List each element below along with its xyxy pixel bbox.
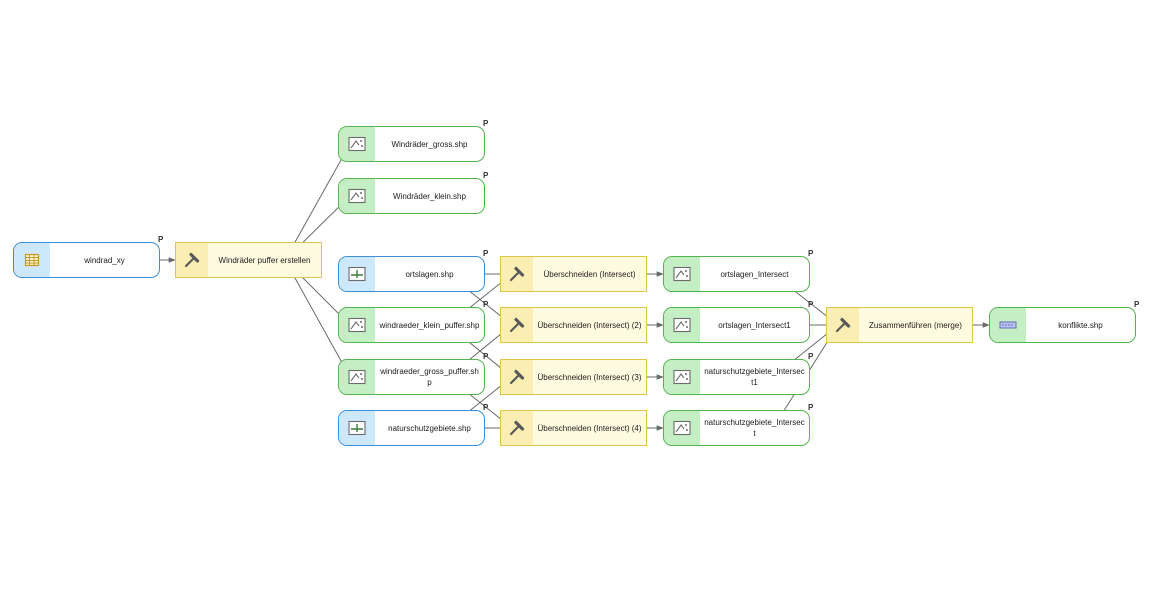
connector-puffer_tool-to-gross_puffer[interactable] (284, 259, 351, 378)
node-label: Überschneiden (Intersect) (2) (537, 320, 642, 330)
parameter-marker: P (808, 249, 814, 258)
parameter-marker: P (1134, 300, 1140, 309)
data-node-natur-intersect[interactable]: naturschutzgebiete_Intersect (663, 410, 810, 446)
node-label: windraeder_klein_puffer.shp (379, 320, 480, 330)
data-node-ortslagen-intersect[interactable]: ortslagen_Intersect (663, 256, 810, 292)
data-node-ortslagen[interactable]: ortslagen.shp (338, 256, 485, 292)
node-label: Überschneiden (Intersect) (4) (537, 423, 642, 433)
node-label: konflikte.shp (1058, 320, 1103, 330)
tool-node-intersect2[interactable]: Überschneiden (Intersect) (2) (500, 307, 647, 343)
tool-node-intersect4[interactable]: Überschneiden (Intersect) (4) (500, 410, 647, 446)
feature-class-icon (339, 308, 375, 342)
node-label: Windräder_klein.shp (393, 191, 466, 201)
hammer-tool-icon (501, 360, 533, 394)
node-label: ortslagen_Intersect1 (718, 320, 791, 330)
feature-class-icon (339, 127, 375, 161)
table-icon (14, 243, 50, 277)
node-label: Überschneiden (Intersect) (543, 269, 636, 279)
hammer-tool-icon (827, 308, 859, 342)
node-label: Zusammenführen (merge) (869, 320, 962, 330)
hammer-tool-icon (501, 308, 533, 342)
data-node-natur-intersect1[interactable]: naturschutzgebiete_Intersect1 (663, 359, 810, 395)
node-label: Windräder_gross.shp (391, 139, 468, 149)
node-label: Windräder puffer erstellen (218, 255, 311, 265)
parameter-marker: P (158, 235, 164, 244)
parameter-marker: P (483, 249, 489, 258)
node-label: windraeder_gross_puffer.shp (380, 367, 479, 387)
node-label: naturschutzgebiete_Intersect (704, 418, 805, 438)
data-node-windraeder-gross[interactable]: Windräder_gross.shp (338, 126, 485, 162)
tool-node-merge[interactable]: Zusammenführen (merge) (826, 307, 973, 343)
tool-node-intersect1[interactable]: Überschneiden (Intersect) (500, 256, 647, 292)
line-feature-icon (339, 257, 375, 291)
parameter-marker: P (483, 403, 489, 412)
hammer-tool-icon (176, 243, 208, 277)
data-node-windraeder-klein[interactable]: Windräder_klein.shp (338, 178, 485, 214)
parameter-marker: P (808, 352, 814, 361)
parameter-marker: P (483, 119, 489, 128)
data-node-klein-puffer[interactable]: windraeder_klein_puffer.shp (338, 307, 485, 343)
feature-class-icon (664, 411, 700, 445)
feature-class-icon (664, 360, 700, 394)
parameter-marker: P (808, 300, 814, 309)
node-label: ortslagen_Intersect (720, 269, 789, 279)
feature-class-icon (664, 308, 700, 342)
output-feature-icon (990, 308, 1026, 342)
node-label: windrad_xy (84, 255, 125, 265)
node-label: naturschutzgebiete_Intersect1 (704, 367, 805, 387)
data-node-gross-puffer[interactable]: windraeder_gross_puffer.shp (338, 359, 485, 395)
data-node-ortslagen-intersect1[interactable]: ortslagen_Intersect1 (663, 307, 810, 343)
parameter-marker: P (483, 171, 489, 180)
hammer-tool-icon (501, 411, 533, 445)
data-node-konflikte[interactable]: konflikte.shp (989, 307, 1136, 343)
feature-class-icon (339, 179, 375, 213)
tool-node-intersect3[interactable]: Überschneiden (Intersect) (3) (500, 359, 647, 395)
node-label: ortslagen.shp (405, 269, 454, 279)
parameter-marker: P (808, 403, 814, 412)
hammer-tool-icon (501, 257, 533, 291)
data-node-windrad-xy[interactable]: windrad_xy (13, 242, 160, 278)
node-label: naturschutzgebiete.shp (388, 423, 471, 433)
parameter-marker: P (483, 300, 489, 309)
line-feature-icon (339, 411, 375, 445)
parameter-marker: P (483, 352, 489, 361)
connector-puffer_tool-to-windraeder_gross[interactable] (284, 143, 351, 261)
feature-class-icon (664, 257, 700, 291)
tool-node-puffer-tool[interactable]: Windräder puffer erstellen (175, 242, 322, 278)
data-node-naturschutz[interactable]: naturschutzgebiete.shp (338, 410, 485, 446)
node-label: Überschneiden (Intersect) (3) (537, 372, 642, 382)
feature-class-icon (339, 360, 375, 394)
